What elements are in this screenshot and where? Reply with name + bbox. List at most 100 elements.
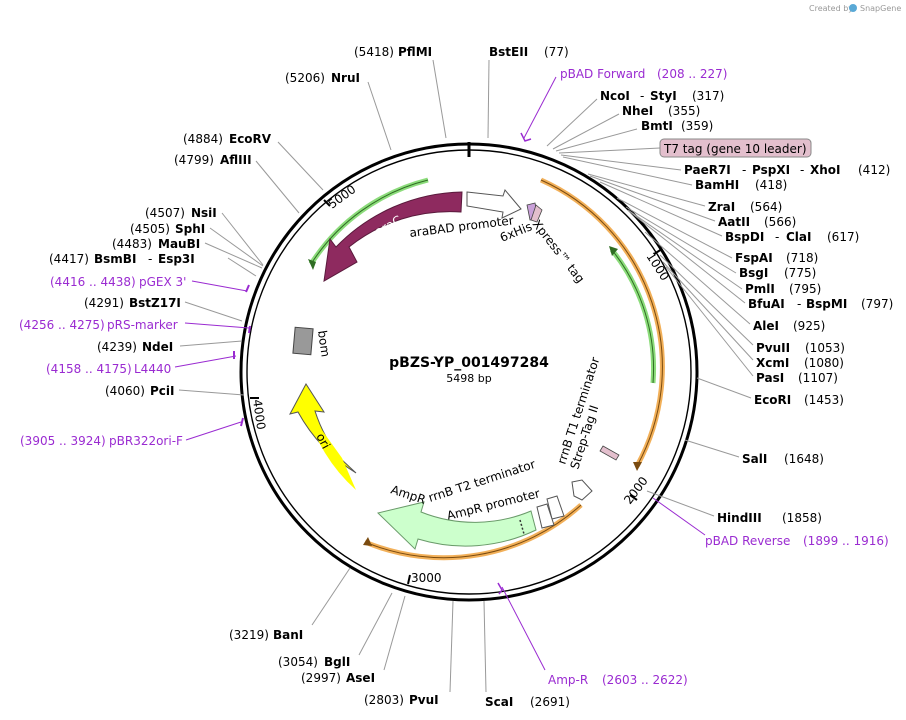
enzyme-pasi[interactable]: PasI (1107) xyxy=(665,266,838,385)
svg-text:Amp-R: Amp-R xyxy=(548,673,588,687)
enzyme-bsmbi-esp3i[interactable]: (4417) BsmBI - Esp3I xyxy=(49,252,257,277)
enzyme-afliii[interactable]: (4799) AflIII xyxy=(174,153,300,214)
enzyme-maubi[interactable]: (4483) MauBI xyxy=(112,237,263,269)
svg-text:ScaI: ScaI xyxy=(485,695,513,709)
enzyme-pvuii[interactable]: PvuII (1053) xyxy=(659,254,845,355)
watermark-prefix: Created by xyxy=(809,4,853,13)
enzyme-scai[interactable]: ScaI (2691) xyxy=(483,600,570,709)
svg-text:(1107): (1107) xyxy=(798,371,838,385)
svg-text:XhoI: XhoI xyxy=(810,163,841,177)
svg-text:(4799): (4799) xyxy=(174,153,214,167)
enzyme-asei[interactable]: (2997) AseI xyxy=(301,595,406,685)
enzyme-paer7i-pspxi-xhoi[interactable]: PaeR7I - PspXI - XhoI (412) xyxy=(560,154,890,177)
svg-text:BspMI: BspMI xyxy=(806,297,847,311)
orange-arc-right-arrow xyxy=(633,462,642,471)
enzyme-xcmi[interactable]: XcmI (1080) xyxy=(662,261,844,370)
svg-text:(1453): (1453) xyxy=(804,393,844,407)
enzyme-fspai[interactable]: FspAI (718) xyxy=(616,197,818,265)
svg-text:-: - xyxy=(742,163,746,177)
svg-text:EcoRV: EcoRV xyxy=(229,132,272,146)
enzyme-pmli[interactable]: PmlI (795) xyxy=(627,209,821,296)
xpress-tag-marker xyxy=(530,204,543,223)
orange-arc-bottom-core xyxy=(364,504,582,559)
enzyme-nrui[interactable]: (5206) NruI xyxy=(285,71,392,151)
primer-pbr322ori-f[interactable]: (3905 .. 3924) pBR322ori-F xyxy=(20,417,244,448)
enzyme-ecorv[interactable]: (4884) EcoRV xyxy=(183,132,324,191)
svg-text:(4256 .. 4275): (4256 .. 4275) xyxy=(19,318,105,332)
svg-text:(2603 .. 2622): (2603 .. 2622) xyxy=(602,673,688,687)
svg-text:BamHI: BamHI xyxy=(695,178,739,192)
primer-pbad-forward[interactable]: pBAD Forward (208 .. 227) xyxy=(520,67,727,142)
green-arc-right xyxy=(610,248,657,384)
svg-text:(4239): (4239) xyxy=(97,340,137,354)
svg-text:(1899 .. 1916): (1899 .. 1916) xyxy=(803,534,889,548)
enzyme-pvui[interactable]: (2803) PvuI xyxy=(364,600,454,707)
araBAD-promoter-arrow xyxy=(466,188,522,219)
enzyme-ecori[interactable]: EcoRI (1453) xyxy=(696,377,844,407)
snapgene-logo-icon xyxy=(849,4,857,12)
svg-text:(5418): (5418) xyxy=(354,45,394,59)
enzyme-sali[interactable]: SalI (1648) xyxy=(684,439,824,466)
enzyme-nsii[interactable]: (4507) NsiI xyxy=(145,206,264,266)
svg-text:(4416 .. 4438): (4416 .. 4438) xyxy=(50,275,136,289)
svg-text:SalI: SalI xyxy=(742,452,767,466)
svg-text:-: - xyxy=(775,230,779,244)
svg-text:EcoRI: EcoRI xyxy=(754,393,791,407)
svg-text:BsgI: BsgI xyxy=(739,266,768,280)
xpress-label: Xpress™ tag xyxy=(530,217,588,285)
svg-text:NdeI: NdeI xyxy=(142,340,173,354)
svg-text:(925): (925) xyxy=(793,319,825,333)
enzyme-bsgi[interactable]: BsgI (775) xyxy=(625,206,816,280)
svg-text:(4291): (4291) xyxy=(84,296,124,310)
svg-text:(4483): (4483) xyxy=(112,237,152,251)
svg-text:PspXI: PspXI xyxy=(752,163,790,177)
enzyme-alei[interactable]: AleI (925) xyxy=(644,231,825,333)
svg-text:HindIII: HindIII xyxy=(717,511,762,525)
enzyme-bstz17i[interactable]: (4291) BstZ17I xyxy=(84,296,243,322)
primer-prs-marker[interactable]: (4256 .. 4275) pRS-marker xyxy=(19,318,251,334)
enzyme-pcii[interactable]: (4060) PciI xyxy=(105,384,245,398)
svg-text:(775): (775) xyxy=(784,266,816,280)
svg-text:(317): (317) xyxy=(692,89,724,103)
svg-text:pRS-marker: pRS-marker xyxy=(107,318,178,332)
svg-text:PasI: PasI xyxy=(756,371,784,385)
enzyme-bspdi-clai[interactable]: BspDI - ClaI (617) xyxy=(599,181,859,244)
primer-amp-r[interactable]: Amp-R (2603 .. 2622) xyxy=(497,582,688,687)
enzyme-ncoi-styi[interactable]: NcoI - StyI (317) xyxy=(546,89,724,147)
svg-text:StyI: StyI xyxy=(650,89,677,103)
svg-text:FspAI: FspAI xyxy=(735,251,773,265)
svg-text:AseI: AseI xyxy=(346,671,375,685)
enzyme-ndei[interactable]: (4239) NdeI xyxy=(97,340,243,354)
svg-text:(3905 .. 3924): (3905 .. 3924) xyxy=(20,434,106,448)
svg-text:NruI: NruI xyxy=(331,71,360,85)
enzyme-aatii[interactable]: AatII (566) xyxy=(589,175,796,229)
svg-text:(566): (566) xyxy=(764,215,796,229)
svg-text:pGEX 3': pGEX 3' xyxy=(139,275,186,289)
svg-text:pBAD Forward: pBAD Forward xyxy=(560,67,645,81)
callout-t7-tag[interactable]: T7 tag (gene 10 leader) xyxy=(558,138,812,158)
ampr-label: AmpR xyxy=(389,483,427,507)
enzyme-bstEII[interactable]: BstEII (77) xyxy=(487,45,569,139)
enzyme-bmti[interactable]: BmtI (359) xyxy=(555,119,713,152)
enzyme-bfuai-bspmi[interactable]: BfuAI - BspMI (797) xyxy=(628,210,893,311)
primer-pbad-reverse[interactable]: pBAD Reverse (1899 .. 1916) xyxy=(652,497,889,548)
svg-text:(2803): (2803) xyxy=(364,693,404,707)
enzyme-pflmi[interactable]: (5418) PflMI xyxy=(354,45,447,139)
enzyme-bgli[interactable]: (3054) BglI xyxy=(278,592,393,669)
tick-5000: 5000 xyxy=(323,182,358,211)
tick-label-3000: 3000 xyxy=(411,571,442,585)
enzyme-bamhi[interactable]: BamHI (418) xyxy=(562,156,787,192)
tick-label-2000: 2000 xyxy=(621,474,651,507)
svg-text:(412): (412) xyxy=(858,163,890,177)
orange-arc-right-core xyxy=(540,179,663,467)
plasmid-name: pBZS-YP_001497284 xyxy=(389,355,549,371)
enzyme-zrai[interactable]: ZraI (564) xyxy=(587,173,782,214)
svg-text:BglI: BglI xyxy=(324,655,350,669)
enzyme-sphi[interactable]: (4505) SphI xyxy=(130,222,264,267)
primer-pgex-3[interactable]: (4416 .. 4438) pGEX 3' xyxy=(50,275,250,293)
enzyme-hindiii[interactable]: HindIII (1858) xyxy=(646,490,822,525)
enzyme-nhei[interactable]: NheI (355) xyxy=(552,104,700,150)
svg-text:(617): (617) xyxy=(827,230,859,244)
primer-l4440[interactable]: (4158 .. 4175) L4440 xyxy=(46,351,237,376)
enzyme-bani[interactable]: (3219) BanI xyxy=(229,567,351,642)
